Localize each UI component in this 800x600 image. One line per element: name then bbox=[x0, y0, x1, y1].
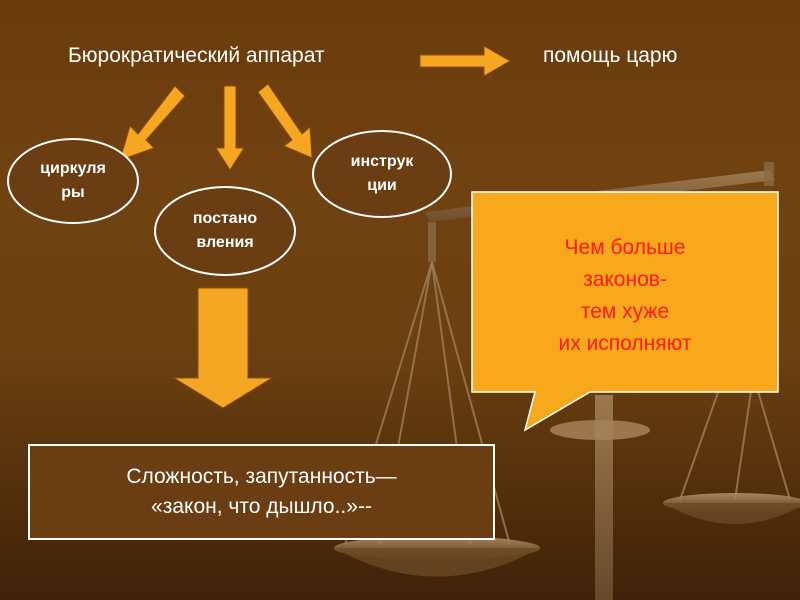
node-decrees: постано вления bbox=[154, 186, 296, 276]
node-decrees-line1: постано bbox=[192, 210, 258, 227]
callout-line-3: тем хуже bbox=[580, 300, 670, 323]
result-line-2: «закон, что дышло..»-- bbox=[151, 495, 372, 518]
callout-line-1: Чем больше bbox=[564, 236, 686, 259]
diagram-title: Бюрократический аппарат bbox=[68, 44, 325, 67]
node-instructions-line2: ции bbox=[367, 177, 397, 194]
node-instructions: инструк ции bbox=[312, 130, 452, 218]
node-instructions-line1: инструк bbox=[350, 153, 414, 170]
arrow-to-decrees bbox=[215, 85, 245, 171]
arrow-to-result bbox=[172, 287, 274, 409]
result-line-1: Сложность, запутанность— bbox=[126, 465, 397, 488]
node-decrees-line2: вления bbox=[196, 234, 254, 251]
node-circulars: циркуля ры bbox=[7, 138, 139, 224]
target-label: помощь царю bbox=[543, 44, 678, 67]
callout-text: Чем больше законов- тем хуже их исполняю… bbox=[472, 232, 778, 360]
result-box: Сложность, запутанность— «закон, что дыш… bbox=[28, 444, 495, 540]
arrow-to-instructions bbox=[257, 83, 313, 159]
arrow-to-circulars bbox=[119, 85, 186, 161]
callout-line-4: их исполняют bbox=[558, 332, 692, 355]
node-circulars-line1: циркуля bbox=[40, 160, 106, 177]
node-circulars-line2: ры bbox=[61, 184, 85, 201]
arrow-to-target bbox=[419, 45, 512, 77]
callout-line-2: законов- bbox=[583, 268, 667, 291]
